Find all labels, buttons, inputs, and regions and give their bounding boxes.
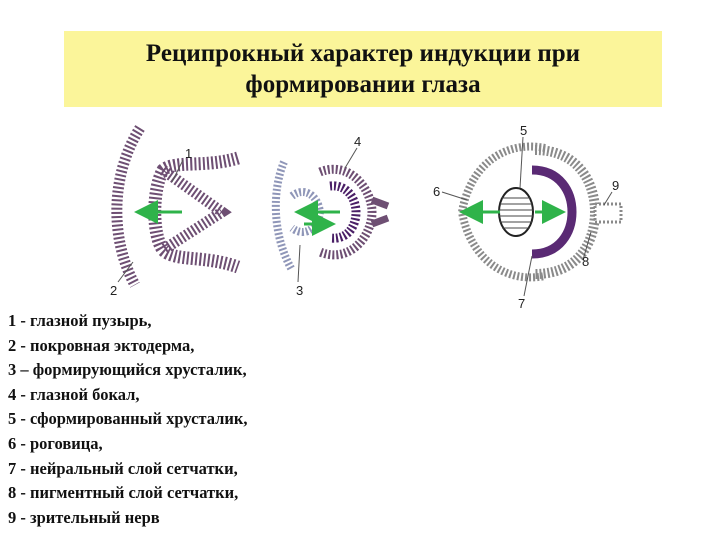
legend-item: 1 - глазной пузырь, <box>8 311 152 330</box>
stage-formed-eye <box>457 142 623 282</box>
optic-vesicle-stalk <box>159 165 232 255</box>
formed-lens <box>498 187 534 237</box>
title-line-1: Реципрокный характер индукции при <box>145 40 581 67</box>
label-1: 1 <box>185 146 192 161</box>
stage-optic-cup <box>271 160 390 272</box>
ectoderm-sheet-2 <box>271 160 296 272</box>
label-2: 2 <box>110 283 117 298</box>
label-6: 6 <box>433 184 440 199</box>
label-3: 3 <box>296 283 303 298</box>
label-7: 7 <box>518 296 525 311</box>
legend-item: 2 - покровная эктодерма, <box>8 335 195 355</box>
legend: 1 - глазной пузырь, 2 - покровная эктоде… <box>8 309 248 530</box>
optic-cup-outer <box>318 164 377 260</box>
lens-hatch <box>499 197 533 229</box>
label-4: 4 <box>354 134 361 149</box>
label-9: 9 <box>612 178 619 193</box>
ectoderm-sheet-1 <box>111 125 145 288</box>
legend-item: 7 - нейральный слой сетчатки, <box>8 458 238 478</box>
legend-item: 9 - зрительный нерв <box>8 507 160 527</box>
label-8: 8 <box>582 254 589 269</box>
legend-item: 4 - глазной бокал, <box>8 384 140 404</box>
legend-item: 5 - сформированный хрусталик, <box>8 409 248 429</box>
cornea <box>457 142 546 282</box>
title-banner: Реципрокный характер индукции при формир… <box>64 31 662 107</box>
optic-vesicle-shape <box>148 151 241 274</box>
label-5: 5 <box>520 123 527 138</box>
title-line-2: формировании глаза <box>245 71 481 98</box>
neural-retina <box>531 165 577 259</box>
legend-item: 6 - роговица, <box>8 433 103 453</box>
optic-cup-inner <box>329 181 361 243</box>
leader-lines <box>117 136 613 297</box>
optic-stalk-2 <box>370 196 390 228</box>
stage-optic-vesicle <box>111 125 241 288</box>
legend-item: 8 - пигментный слой сетчатки, <box>8 483 239 503</box>
legend-item: 3 – формирующийся хрусталик, <box>8 360 247 380</box>
optic-nerve <box>593 202 623 224</box>
